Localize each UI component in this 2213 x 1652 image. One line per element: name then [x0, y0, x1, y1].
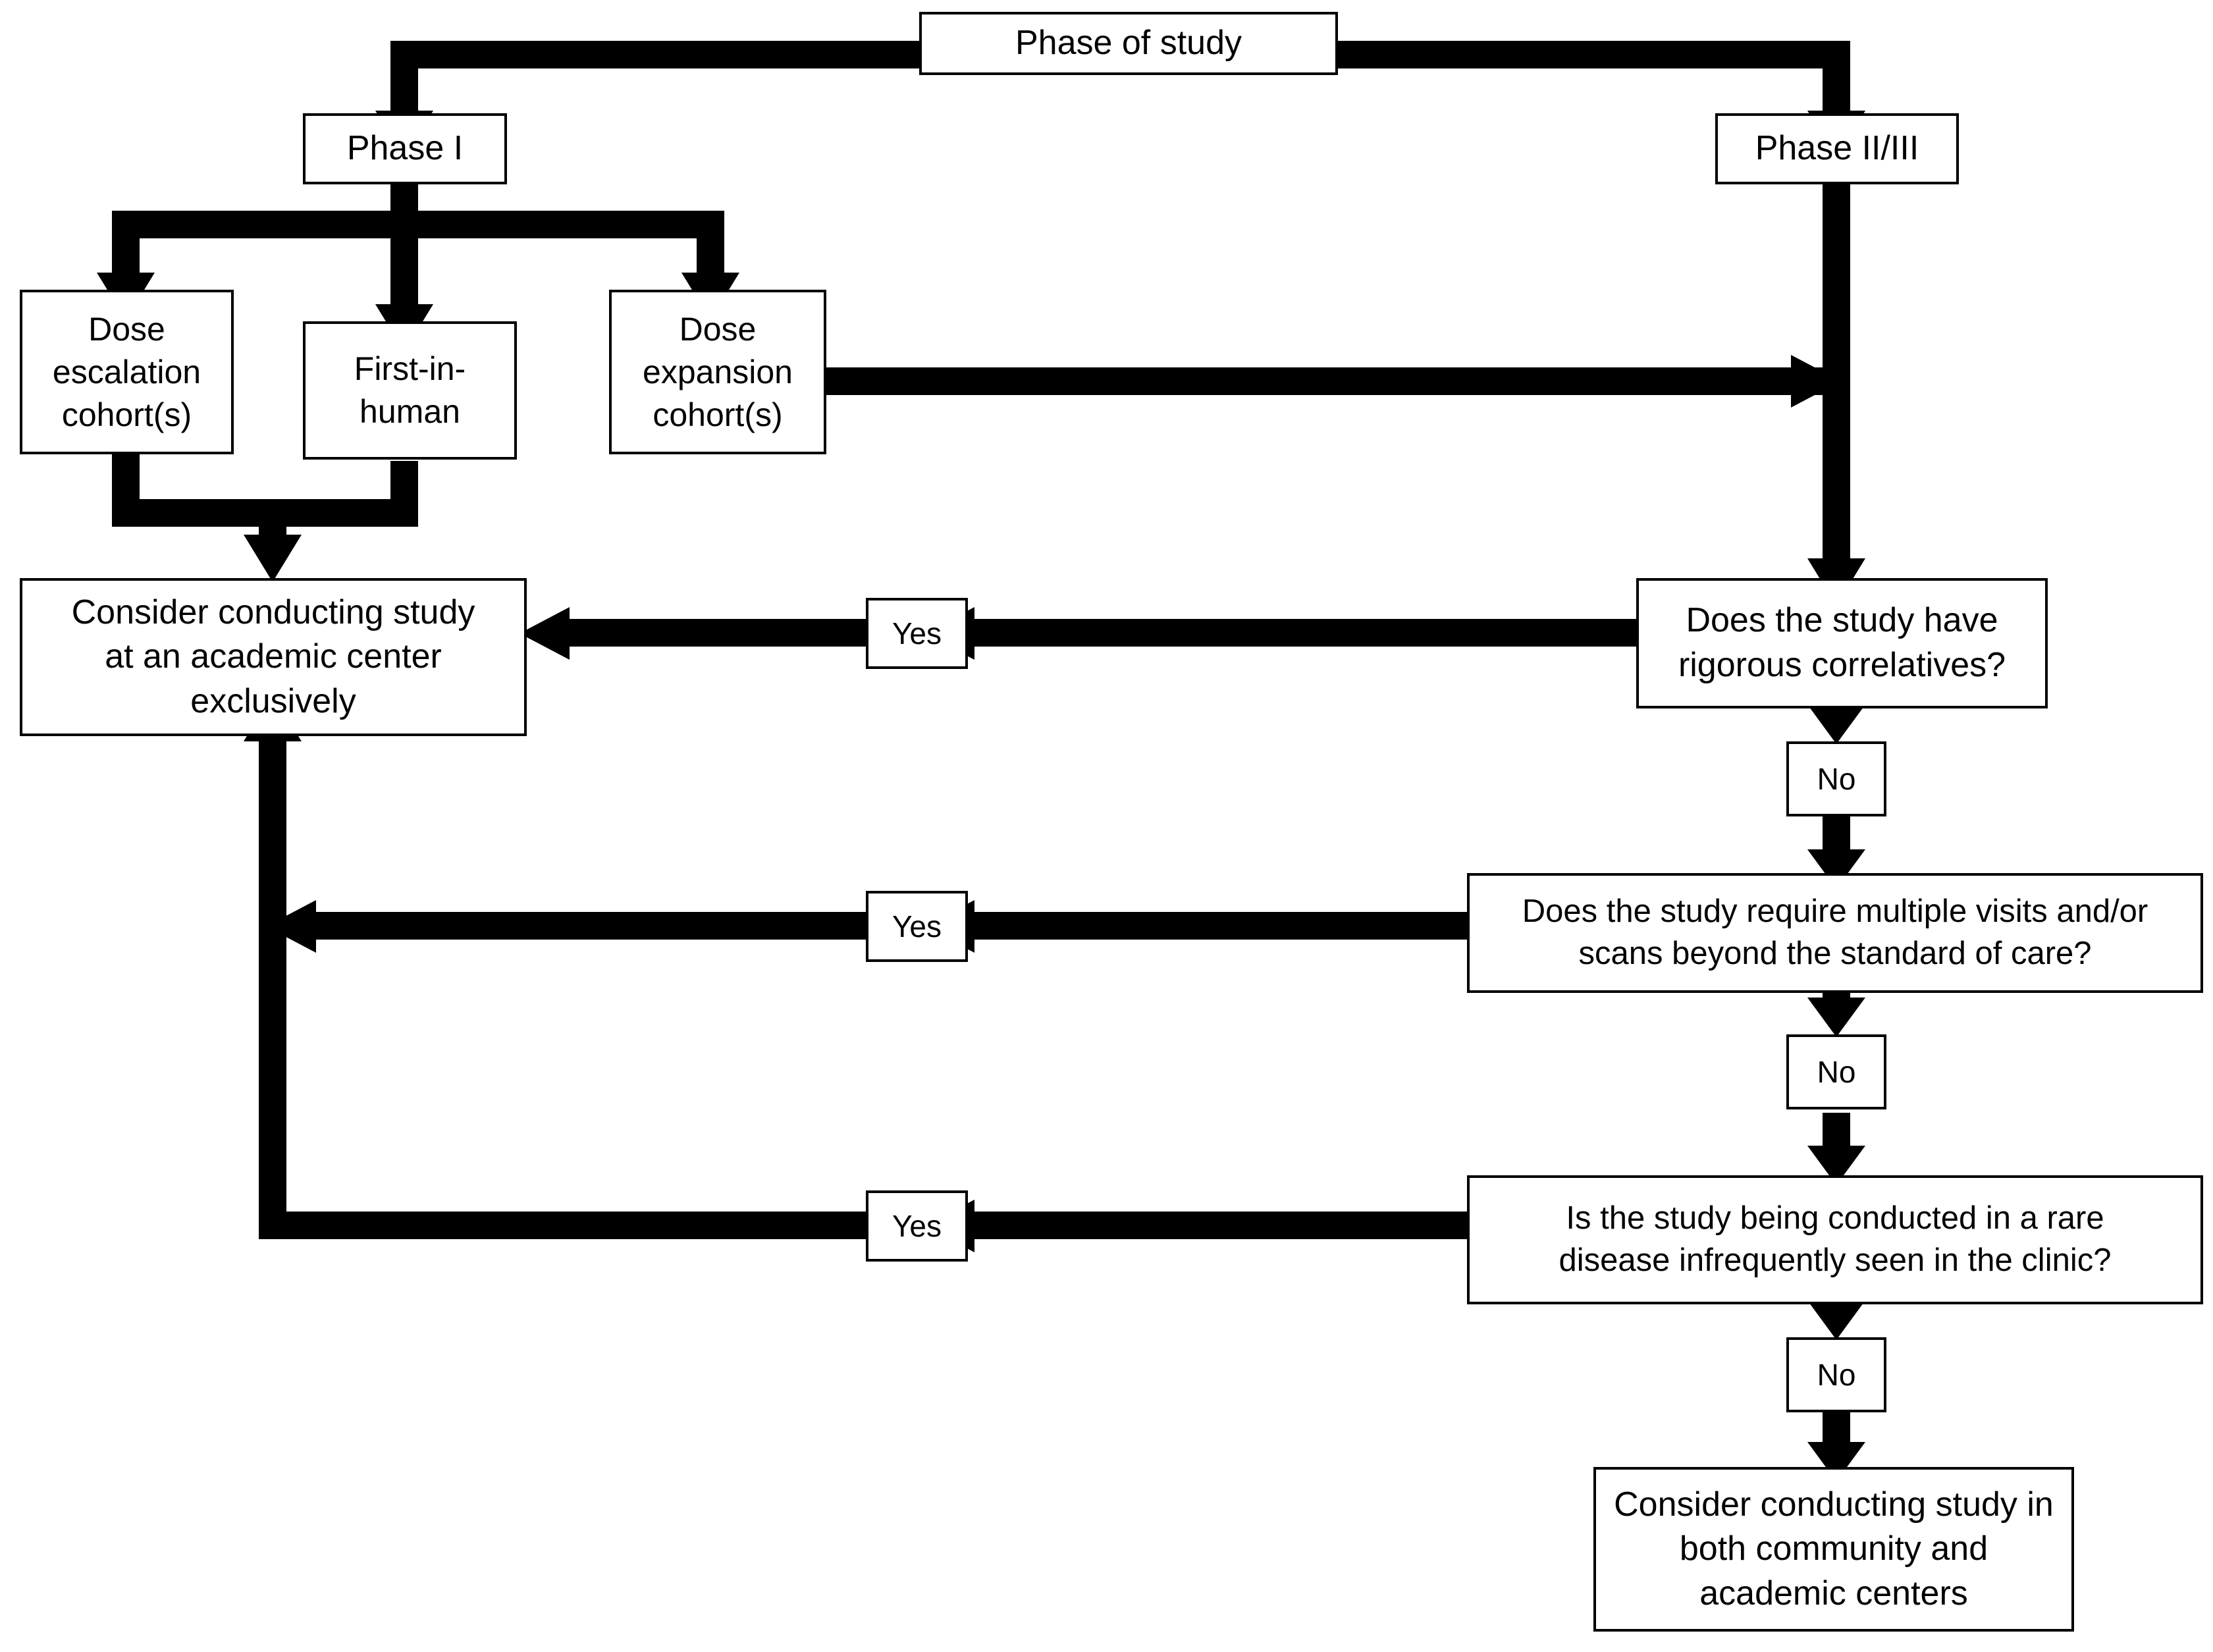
edge-right-riser	[1823, 41, 1850, 113]
edge-dose-expansion-to-phase23	[826, 367, 1840, 395]
node-consider-both-centers-label: Consider conducting study in both commun…	[1614, 1485, 2054, 1612]
edge-riser-up-to-academic	[259, 705, 286, 1239]
node-question-visits-scans-label: Does the study require multiple visits a…	[1522, 893, 2148, 971]
edge-phaseofstudy-to-left	[390, 41, 920, 68]
edge-phaseofstudy-to-right	[1337, 41, 1850, 68]
node-dose-escalation-cohorts-label: Dose escalation cohort(s)	[52, 310, 201, 433]
arrowhead-q3-no-a	[1807, 1300, 1865, 1340]
edge-label-no-rare-text: No	[1817, 1358, 1856, 1392]
edge-first-in-human-down	[390, 461, 418, 527]
edge-label-yes-rare[interactable]: Yes	[866, 1190, 968, 1262]
edge-to-dose-expansion	[697, 211, 724, 275]
edge-left-riser	[390, 41, 418, 113]
edge-label-yes-visits[interactable]: Yes	[866, 891, 968, 962]
node-consider-academic-exclusively-label: Consider conducting study at an academic…	[71, 593, 475, 720]
edge-label-no-correlatives[interactable]: No	[1786, 741, 1886, 816]
edge-label-yes-rare-text: Yes	[892, 1209, 942, 1243]
node-question-rigorous-correlatives-label: Does the study have rigorous correlative…	[1678, 601, 2006, 684]
node-phase-2-3-label: Phase II/III	[1755, 129, 1919, 168]
node-question-rare-disease[interactable]: Is the study being conducted in a rare d…	[1467, 1175, 2203, 1304]
node-consider-academic-exclusively[interactable]: Consider conducting study at an academic…	[20, 578, 527, 736]
edge-q1-yes-right-seg	[968, 619, 1646, 647]
node-dose-escalation-cohorts[interactable]: Dose escalation cohort(s)	[20, 290, 234, 454]
node-phase-of-study-label: Phase of study	[1015, 24, 1242, 63]
edge-q2-no-down-b	[1823, 1113, 1850, 1159]
edge-dose-escalation-down	[112, 454, 140, 527]
node-first-in-human-label: First-in- human	[354, 350, 466, 430]
node-first-in-human[interactable]: First-in- human	[303, 321, 517, 460]
node-phase-2-3[interactable]: Phase II/III	[1715, 113, 1959, 184]
edge-to-first-in-human	[390, 211, 418, 309]
edge-label-no-rare[interactable]: No	[1786, 1337, 1886, 1412]
edge-q1-yes-left-seg	[563, 619, 866, 647]
node-phase-1-label: Phase I	[346, 129, 464, 168]
edge-phase1-split-bar	[112, 211, 724, 238]
edge-merged-down	[259, 499, 286, 545]
edge-q2-yes-left-seg	[309, 912, 866, 940]
edge-q3-yes-left-seg	[259, 1212, 866, 1239]
node-question-visits-scans[interactable]: Does the study require multiple visits a…	[1467, 873, 2203, 993]
node-dose-expansion-cohorts[interactable]: Dose expansion cohort(s)	[609, 290, 826, 454]
edge-label-no-visits[interactable]: No	[1786, 1034, 1886, 1109]
arrowhead-academic-from-phase1	[244, 535, 302, 582]
edge-label-no-visits-text: No	[1817, 1055, 1856, 1089]
arrowhead-q1-no-a	[1807, 705, 1865, 744]
node-phase-of-study[interactable]: Phase of study	[919, 12, 1338, 75]
arrowhead-q2-yes-into-riser	[266, 900, 316, 953]
node-phase-1[interactable]: Phase I	[303, 113, 507, 184]
edge-q3-yes-right-seg	[968, 1212, 1481, 1239]
arrowhead-q1-yes-into-academic	[520, 607, 570, 660]
edge-label-yes-correlatives[interactable]: Yes	[866, 598, 968, 669]
edge-phase1-merge-bar	[112, 499, 418, 527]
node-dose-expansion-cohorts-label: Dose expansion cohort(s)	[643, 310, 793, 433]
edge-q2-yes-right-seg	[968, 912, 1481, 940]
arrowhead-q2-no-a	[1807, 998, 1865, 1037]
edge-q1-no-down-b	[1823, 816, 1850, 863]
edge-q3-no-down-b	[1823, 1409, 1850, 1455]
edge-label-no-correlatives-text: No	[1817, 762, 1856, 796]
node-question-rare-disease-label: Is the study being conducted in a rare d…	[1559, 1200, 2112, 1278]
node-consider-both-centers[interactable]: Consider conducting study in both commun…	[1593, 1467, 2074, 1632]
edge-to-dose-escalation	[112, 211, 140, 275]
edge-label-yes-correlatives-text: Yes	[892, 616, 942, 651]
node-question-rigorous-correlatives[interactable]: Does the study have rigorous correlative…	[1636, 578, 2048, 708]
edge-label-yes-visits-text: Yes	[892, 909, 942, 944]
arrowhead-expansion-into-phase23	[1791, 355, 1841, 408]
edge-phase23-down	[1823, 171, 1850, 578]
